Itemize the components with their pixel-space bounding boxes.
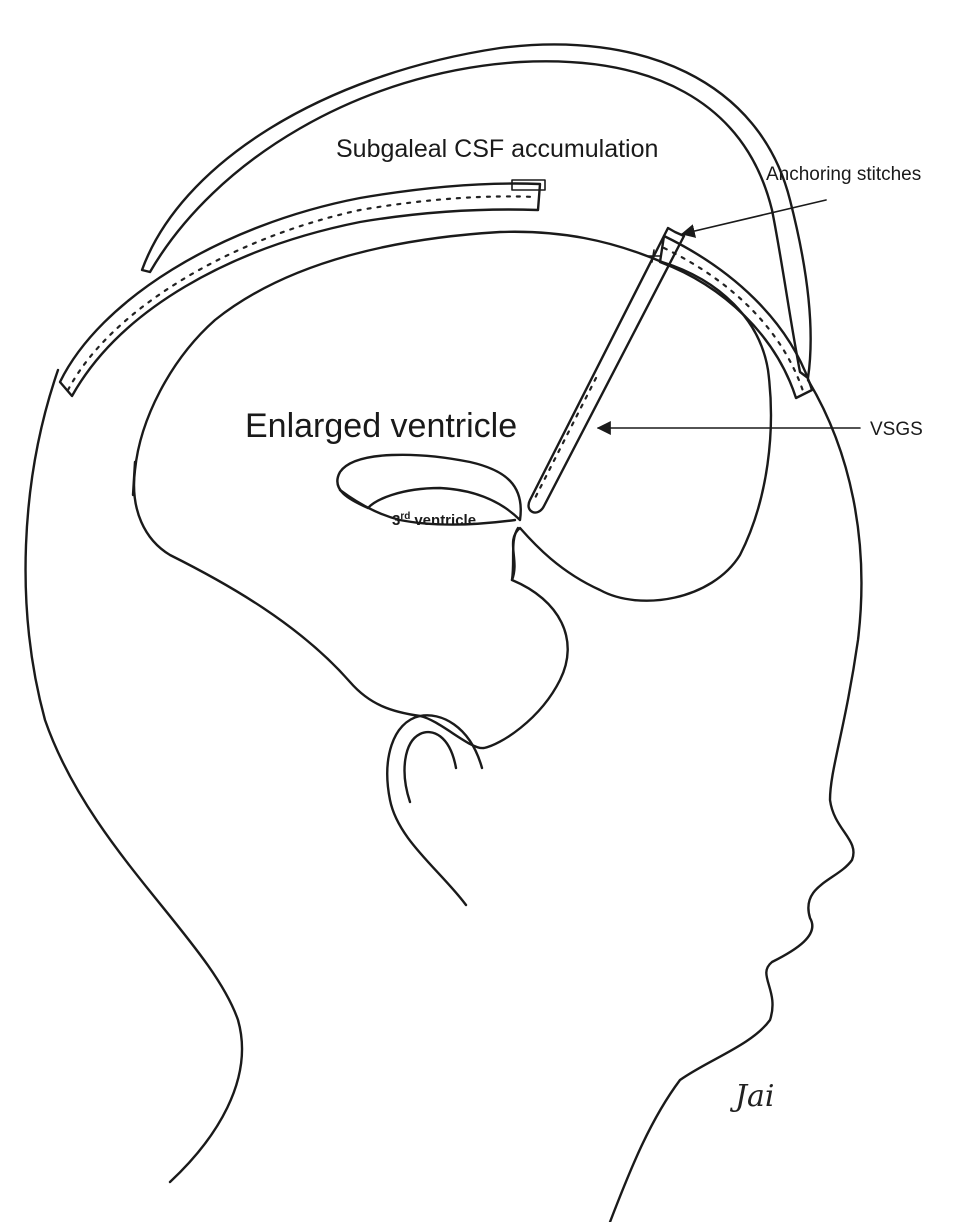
artist-signature: Jai — [729, 1079, 775, 1114]
anchoring-stitches-arrow — [682, 200, 826, 234]
label-third-ventricle-word: ventricle — [414, 512, 476, 529]
label-third-ventricle: 3rd ventricle — [392, 511, 476, 529]
skull-band-left — [60, 184, 540, 396]
label-subgaleal: Subgaleal CSF accumulation — [336, 135, 658, 163]
label-enlarged-ventricle: Enlarged ventricle — [245, 407, 517, 445]
label-third-ventricle-sup: rd — [400, 511, 410, 522]
label-third-ventricle-number: 3 — [392, 512, 400, 529]
vsgs-tube — [529, 228, 684, 513]
label-anchoring-stitches: Anchoring stitches — [766, 164, 921, 185]
label-vsgs: VSGS — [870, 419, 923, 440]
third-ventricle-outline — [337, 455, 520, 520]
